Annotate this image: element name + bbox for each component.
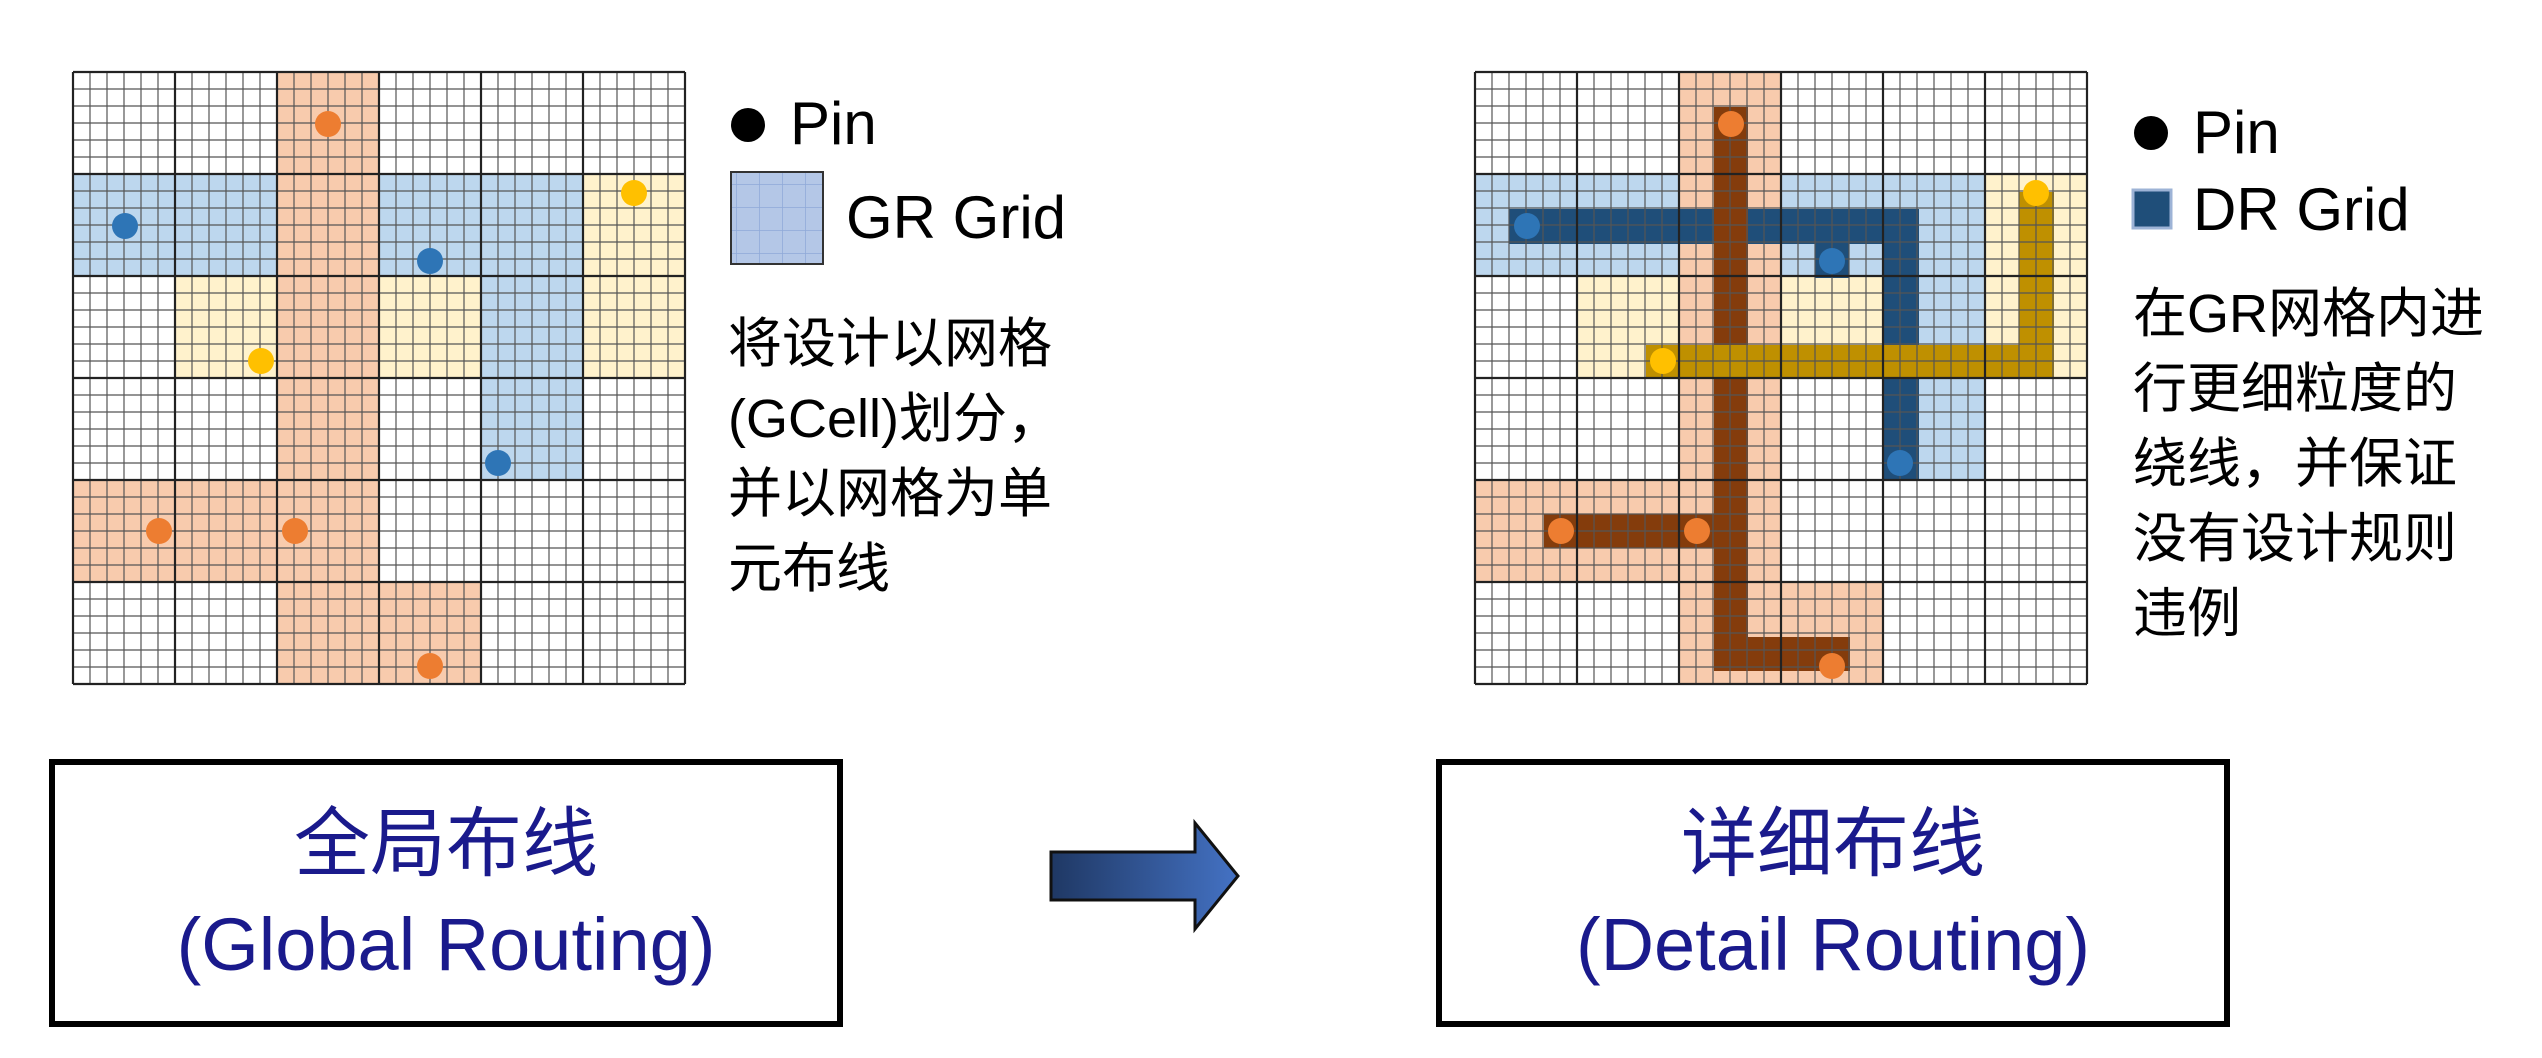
detail-routing-grid xyxy=(1473,70,2089,686)
global-pins xyxy=(112,111,647,679)
gr-description-line: (GCell)划分， xyxy=(728,389,1061,449)
gr-legend: Pin GR Grid xyxy=(730,90,1066,265)
dr-legend: Pin DR Grid xyxy=(2131,99,2410,243)
yellow-pin xyxy=(621,180,647,206)
dr-description-line: 违例 xyxy=(2133,584,2241,644)
blue-pin xyxy=(1819,248,1845,274)
detail-routing-box: 详细布线 (Detail Routing) xyxy=(1436,759,2230,1027)
dr-description: 在GR网格内进 行更细粒度的 绕线，并保证 没有设计规则 违例 xyxy=(2133,284,2484,644)
blue-pin xyxy=(112,213,138,239)
pin-legend-label: Pin xyxy=(790,90,877,157)
dr-grid-legend-label: DR Grid xyxy=(2193,176,2410,243)
orange-pin xyxy=(315,111,341,137)
pin-legend-label: Pin xyxy=(2193,99,2280,166)
orange-pin xyxy=(282,518,308,544)
gcell-grid-lines xyxy=(1473,70,2089,686)
orange-pin xyxy=(1684,518,1710,544)
global-routing-subtitle: (Global Routing) xyxy=(177,903,716,986)
blue-pin xyxy=(485,450,511,476)
pin-legend-dot xyxy=(731,108,765,142)
gcell-grid-lines xyxy=(71,70,687,686)
orange-pin xyxy=(146,518,172,544)
gr-description-line: 元布线 xyxy=(728,539,890,599)
orange-pin xyxy=(1718,111,1744,137)
dr-description-line: 行更细粒度的 xyxy=(2133,359,2457,419)
detail-routing-subtitle: (Detail Routing) xyxy=(1576,903,2090,986)
dr-grid-legend-swatch xyxy=(2131,188,2173,230)
detail-routing-title: 详细布线 xyxy=(1681,799,1985,888)
gr-description-line: 并以网格为单 xyxy=(728,464,1052,524)
gr-grid-legend-label: GR Grid xyxy=(846,184,1066,251)
blue-pin xyxy=(1514,213,1540,239)
detail-pins xyxy=(1514,111,2049,679)
orange-pin xyxy=(1548,518,1574,544)
yellow-pin xyxy=(248,348,274,374)
gr-description-line: 将设计以网格 xyxy=(728,314,1052,374)
global-routing-grid xyxy=(71,70,687,686)
orange-pin xyxy=(1819,653,1845,679)
gr-grid-legend-swatch xyxy=(730,171,824,265)
pin-legend-dot xyxy=(2134,116,2168,150)
dr-description-line: 没有设计规则 xyxy=(2133,509,2457,569)
global-routing-title: 全局布线 xyxy=(294,799,598,888)
dr-description-line: 绕线，并保证 xyxy=(2133,434,2457,494)
orange-pin xyxy=(417,653,443,679)
blue-pin xyxy=(1887,450,1913,476)
global-routing-box: 全局布线 (Global Routing) xyxy=(49,759,843,1027)
dr-description-line: 在GR网格内进 xyxy=(2133,284,2484,344)
yellow-pin xyxy=(2023,180,2049,206)
transition-arrow xyxy=(1049,818,1240,934)
gr-description: 将设计以网格 (GCell)划分， 并以网格为单 元布线 xyxy=(728,314,1061,599)
blue-pin xyxy=(417,248,443,274)
yellow-pin xyxy=(1650,348,1676,374)
